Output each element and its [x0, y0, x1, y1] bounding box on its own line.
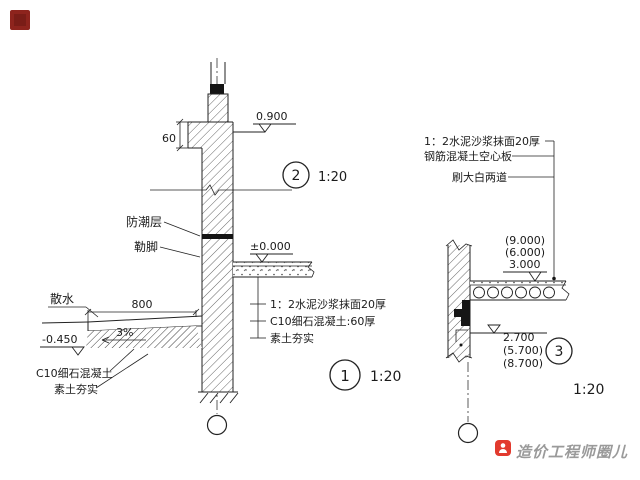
elevation-0000-label: ±0.000	[250, 240, 291, 253]
masonry-wall	[198, 122, 238, 393]
watermark: 造价工程师圈儿	[495, 440, 628, 461]
dim-800-label: 800	[132, 298, 153, 311]
detail-3-bubble	[545, 337, 573, 365]
floor-notes-leader	[250, 277, 266, 339]
floor-note-mortar: 1：2水泥沙浆抹面20厚	[270, 297, 386, 311]
apron-note-concrete: C10细石混凝土	[36, 366, 113, 380]
slope-arrow	[101, 336, 146, 344]
plinth-label: 勒脚	[134, 239, 158, 254]
notes-bracket-leader	[508, 140, 556, 281]
elev-8700-label: (8.700)	[503, 357, 543, 370]
window-frame-above	[207, 62, 229, 123]
grid-bubble-3	[457, 422, 479, 444]
earth-ticks-base	[199, 392, 239, 404]
elevation-neg0450-label: -0.450	[42, 333, 77, 346]
detail-1-section: 60 0.900 ±0.000 防潮层 勒脚	[36, 58, 401, 436]
window-sill	[187, 121, 233, 149]
elevation-0900-symbol	[233, 123, 296, 133]
apron-note-soil: 素土夯实	[54, 382, 98, 396]
note-slab-3: 钢筋混凝土空心板	[424, 149, 512, 163]
apron-note-concrete-leader	[109, 348, 135, 372]
detail-1-number: 1	[340, 367, 350, 385]
corner-logo	[10, 10, 30, 30]
plinth-leader	[159, 246, 201, 258]
dim-60-label: 60	[162, 132, 176, 145]
floor-note-soil: 素土夯实	[270, 331, 314, 345]
elevation-neg0450-symbol	[40, 346, 85, 356]
detail-2-bubble	[282, 161, 310, 189]
elevation-0000-symbol	[250, 253, 293, 263]
note-paint-3: 刷大白两道	[452, 170, 507, 184]
watermark-text: 造价工程师圈儿	[516, 443, 628, 461]
note-mortar-3: 1：2水泥沙浆抹面20厚	[424, 134, 540, 148]
elev-5700-label: (5.700)	[503, 344, 543, 357]
detail-3-scale: 1:20	[573, 382, 604, 398]
upper-elev-symbol	[503, 271, 547, 282]
slope-label: 3%	[116, 326, 133, 339]
detail-3-number: 3	[555, 344, 564, 360]
detail-1-scale: 1:20	[370, 369, 401, 385]
elev-9000-label: (9.000)	[505, 234, 545, 247]
hollow-core-slab	[470, 280, 570, 301]
apron	[41, 315, 203, 348]
detail-1-bubble	[329, 359, 361, 391]
watermark-icon	[495, 440, 511, 456]
elev-6000-label: (6.000)	[505, 246, 545, 259]
dim-800	[84, 308, 200, 322]
elev-2700-label: 2.700	[503, 331, 535, 344]
break-line	[150, 184, 292, 196]
elevation-0900-label: 0.900	[256, 110, 288, 123]
floor-note-concrete: C10细石混凝土:60厚	[270, 314, 375, 328]
elev-3000-label: 3.000	[509, 258, 541, 271]
floor-slab	[233, 261, 315, 278]
apron-note-soil-leader	[95, 353, 149, 389]
damp-proof-band	[202, 234, 233, 239]
lower-elev-symbol	[470, 324, 547, 334]
detail-3-section: 1：2水泥沙浆抹面20厚 钢筋混凝土空心板 刷大白两道 (9.000) (6.0…	[424, 134, 604, 444]
detail-2-number: 2	[292, 168, 301, 184]
junction-lines	[455, 329, 468, 347]
dampproof-leader	[163, 221, 201, 237]
detail-2-scale: 1:20	[318, 170, 347, 185]
grid-bubble	[206, 414, 228, 436]
dampproof-label: 防潮层	[126, 214, 162, 229]
dim-60	[176, 118, 188, 152]
apron-label: 散水	[50, 291, 74, 306]
cornice-moulding	[454, 300, 470, 326]
